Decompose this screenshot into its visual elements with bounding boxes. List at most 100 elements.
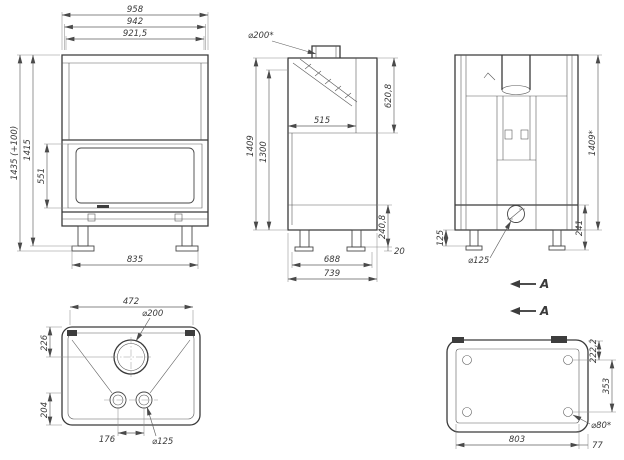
- top-firebox-walls: [71, 339, 191, 394]
- rear-body-outline: [454, 54, 579, 231]
- dim-rear-height-total: 1409*: [588, 54, 601, 231]
- dim-label: 222,2: [589, 339, 599, 363]
- dim-label: ⌀125: [152, 437, 173, 447]
- front-door-handle: [97, 205, 109, 208]
- top-inner-frame: [67, 332, 195, 420]
- dim-top-spigot-spacing: 176: [99, 430, 145, 445]
- top-extension-lines: [46, 310, 194, 436]
- bottom-clamp-right: [551, 336, 567, 343]
- leader-line: [271, 40, 317, 55]
- dim-label: 1435 (+100): [10, 126, 20, 180]
- dim-label: 515: [314, 116, 330, 126]
- side-extension-lines: [253, 57, 398, 282]
- dim-side-foot-gap: 20: [387, 247, 405, 257]
- dim-label: ⌀200: [142, 309, 163, 319]
- dim-label: 739: [324, 269, 340, 279]
- rear-detail-lines: [460, 55, 573, 230]
- dim-bottom-inner-width: 803: [455, 435, 580, 448]
- dim-label: 551: [37, 168, 47, 184]
- dim-top-rear-depth: 204: [40, 392, 53, 426]
- section-arrow-head: [510, 307, 520, 315]
- front-detail-lines: [62, 62, 208, 220]
- bottom-body-outline: [446, 339, 589, 433]
- bottom-hole-top-left: [462, 355, 472, 365]
- dim-label: 1409: [246, 135, 256, 157]
- bottom-extension-lines: [455, 340, 616, 449]
- side-foot-rear: [346, 246, 366, 252]
- side-foot-front: [294, 246, 314, 252]
- view-front: 958 942 921,5 1435 (+100) 1415 551 835: [10, 5, 209, 269]
- view-top: 472 ⌀200 226 204 176 ⌀125: [40, 297, 201, 447]
- rear-object: [454, 54, 579, 251]
- front-foot-right: [175, 245, 199, 252]
- dim-side-depth-body: 688: [291, 255, 373, 268]
- front-leg-left: [77, 225, 89, 247]
- rear-foot-right: [548, 245, 566, 251]
- dim-side-depth-total: 739: [287, 269, 378, 282]
- dim-side-height-total: 1409: [246, 57, 259, 231]
- view-rear: 1409* 241 125 ⌀125 A A: [436, 54, 602, 318]
- front-extension-lines: [17, 12, 209, 269]
- view-bottom: 222,2 353 ⌀80* 803 77: [446, 336, 616, 451]
- rear-leg-right: [552, 229, 562, 247]
- section-arrow-head: [510, 280, 520, 288]
- dim-front-width-inner: 921,5: [65, 29, 205, 42]
- dim-label: ⌀200*: [248, 31, 274, 41]
- dim-side-hood-height: 620,8: [384, 57, 397, 134]
- dim-label: 942: [127, 17, 143, 27]
- dim-label: 204: [40, 402, 50, 418]
- leader-line: [135, 317, 151, 342]
- dim-label: 472: [123, 297, 139, 307]
- front-glass-pane: [75, 147, 195, 204]
- dim-bottom-hole-spacing: 353: [602, 359, 615, 413]
- side-leg-front: [299, 229, 310, 248]
- leader-line: [489, 220, 512, 259]
- dim-label: 835: [127, 255, 143, 265]
- dim-front-width-outer: 958: [61, 5, 209, 18]
- section-label: A: [539, 277, 549, 291]
- dim-label: 1300: [259, 141, 269, 163]
- bottom-hole-bottom-right: [563, 407, 573, 417]
- dim-label: ⌀80*: [591, 421, 611, 431]
- dim-bottom-top-offset: 222,2: [589, 339, 602, 363]
- dim-label: 20: [394, 247, 405, 257]
- dim-label: 241: [575, 220, 585, 236]
- side-detail-lines: [288, 46, 377, 225]
- bottom-hole-top-right: [563, 355, 573, 365]
- dim-label: 803: [509, 435, 525, 445]
- dim-top-flue-diameter: ⌀200: [135, 309, 163, 342]
- front-vent-right: [174, 213, 183, 222]
- dim-rear-intake-diameter: ⌀125: [468, 220, 512, 266]
- view-side: ⌀200* 620,8 515 1409 1300 240,8 20 688: [246, 31, 405, 282]
- bottom-clamp-left: [452, 337, 464, 343]
- dim-top-front-depth: 226: [40, 326, 53, 358]
- section-label: A: [539, 304, 549, 318]
- bottom-object: [446, 336, 589, 433]
- rear-junction-left: [504, 129, 513, 140]
- dim-front-width-mid: 942: [64, 17, 206, 30]
- dim-label: 958: [127, 5, 144, 15]
- dim-bottom-edge-offset: 77: [579, 441, 603, 451]
- dim-label: 176: [99, 435, 116, 445]
- dim-side-top-depth: 515: [287, 116, 357, 129]
- top-hinge-right: [185, 330, 195, 336]
- rear-foot-left: [465, 245, 483, 251]
- dim-front-height-total: 1435 (+100): [10, 54, 23, 252]
- front-leg-right: [181, 225, 193, 247]
- front-vent-left: [87, 213, 96, 222]
- dim-label: 620,8: [384, 83, 394, 108]
- side-body-outline: [287, 45, 378, 231]
- front-foot-left: [71, 245, 95, 252]
- dim-side-flue-diameter: ⌀200*: [248, 31, 317, 55]
- dim-front-height-body: 1415: [23, 54, 36, 247]
- top-object: [61, 326, 201, 426]
- side-object: [287, 45, 378, 252]
- bottom-inner-frame: [455, 348, 580, 424]
- dim-side-height-body: 1300: [259, 69, 272, 231]
- side-leg-rear: [351, 229, 362, 248]
- bottom-hole-bottom-left: [462, 407, 472, 417]
- dim-label: 240,8: [378, 214, 388, 239]
- dim-top-inner-width: 472: [69, 297, 194, 310]
- dim-label: 353: [602, 378, 612, 394]
